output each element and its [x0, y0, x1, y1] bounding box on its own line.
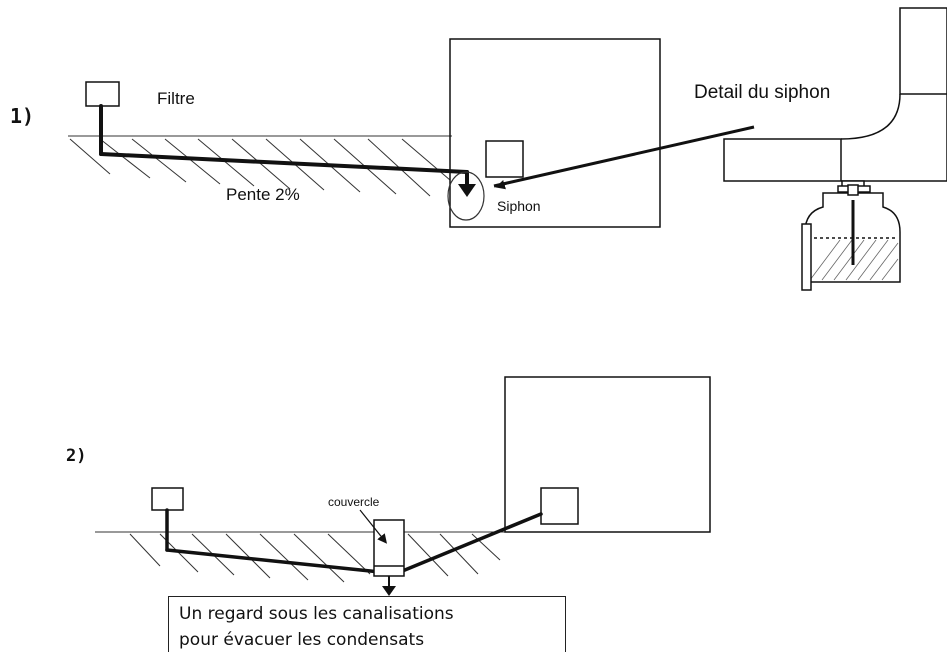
machine-box-2: [504, 376, 711, 533]
chamber-note-line-2: pour évacuer les condensats: [179, 630, 425, 650]
chamber-drain-arrow: [382, 586, 396, 596]
lid-pointer-arrow: [359, 509, 387, 544]
detail-label: Detail du siphon: [694, 82, 830, 103]
drain-pipe-2: [165, 508, 543, 574]
siphon-unit: [485, 140, 524, 178]
ground-1: [68, 135, 452, 197]
figure-1-number: 1): [10, 104, 34, 128]
siphon-highlight-circle: [447, 171, 485, 221]
slope-label: Pente 2%: [226, 185, 300, 204]
filter-label: Filtre: [157, 89, 195, 108]
inspection-chamber: [373, 519, 405, 577]
siphon-detail: [723, 7, 947, 291]
chamber-note-line-1: Un regard sous les canalisations: [179, 604, 454, 624]
drain-arrow-1: [458, 184, 476, 197]
siphon-label: Siphon: [497, 198, 541, 214]
chamber-note-box: Un regard sous les canalisations pour év…: [168, 596, 566, 652]
filter-box-1: [85, 81, 120, 107]
ground-2: [95, 531, 510, 583]
lid-label: couvercle: [328, 495, 380, 509]
drain-pipe-1: [99, 104, 469, 188]
filter-box-2: [151, 487, 184, 511]
machine-box-1: [449, 38, 661, 228]
machine-inner-unit-2: [540, 487, 579, 525]
figure-2-number: 2): [66, 446, 86, 466]
detail-leader-line: [493, 125, 755, 188]
